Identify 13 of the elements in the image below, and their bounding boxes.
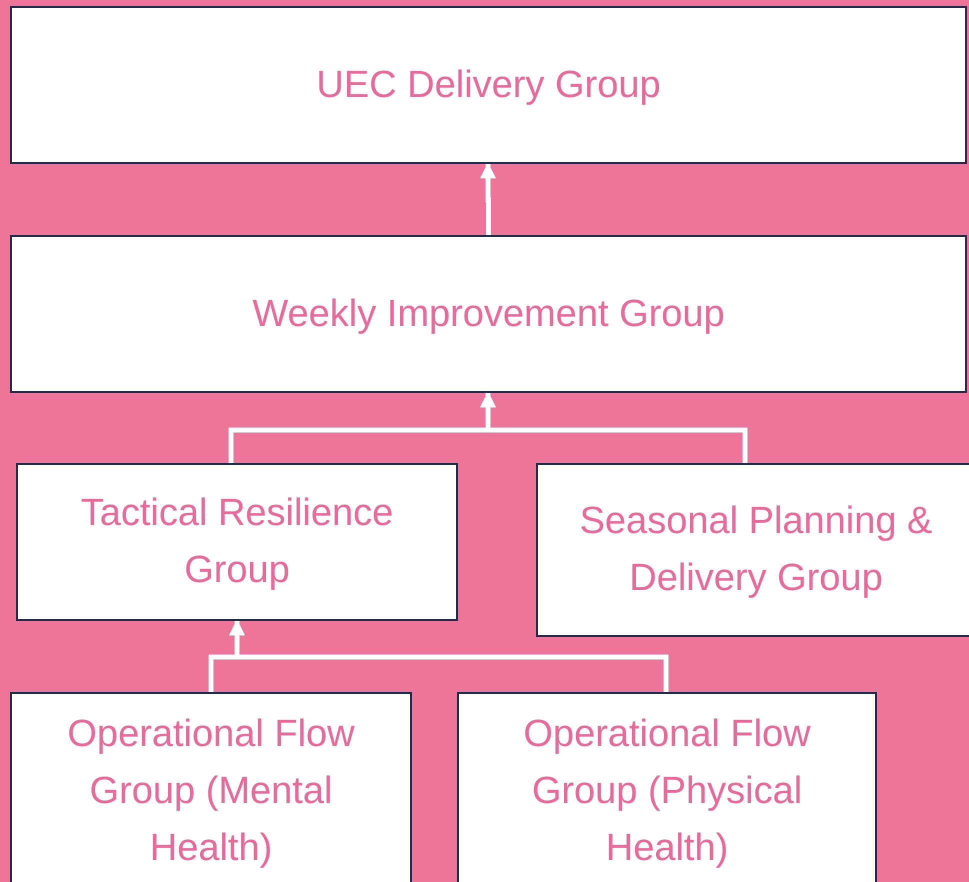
group-name: Operational Flow Group (Mental Health) — [66, 712, 356, 871]
group-name: Seasonal Planning & Delivery Group — [578, 499, 934, 601]
group-name: Weekly Improvement Group — [252, 292, 725, 336]
group-box — [10, 6, 967, 164]
group-name: Operational Flow Group (Physical Health) — [522, 712, 812, 871]
group-box — [10, 235, 967, 393]
group-box — [10, 692, 412, 882]
connector-arrow — [480, 162, 496, 235]
group-box — [16, 463, 458, 621]
group-box — [536, 463, 969, 637]
group-box — [457, 692, 877, 882]
group-name: Tactical Resilience Group — [80, 491, 394, 593]
group-name: UEC Delivery Group — [316, 62, 661, 108]
